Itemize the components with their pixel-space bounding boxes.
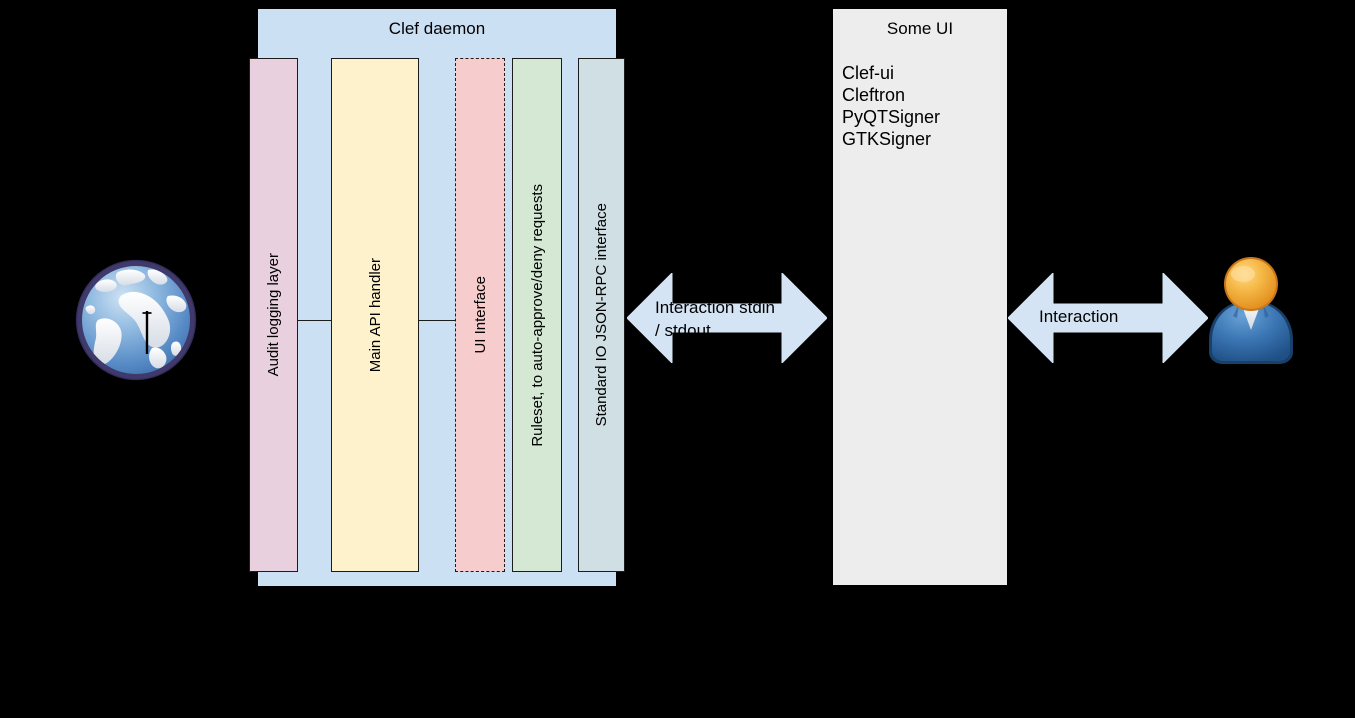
component-label: Audit logging layer [265,253,282,377]
arrow-interaction [1008,273,1208,363]
arrow-stdio [627,273,827,363]
component-ruleset[interactable]: Ruleset, to auto-approve/deny requests [512,58,562,572]
globe-icon [72,256,200,384]
list-item[interactable]: Cleftron [842,85,906,105]
arrow-interaction-label: Interaction [1039,307,1119,326]
some-ui-panel [832,8,1008,586]
connector-audit-to-api [298,320,332,321]
component-label: Ruleset, to auto-approve/deny requests [528,183,546,447]
component-standard-io-json-rpc[interactable]: Standard IO JSON-RPC interface [578,58,625,572]
some-ui-title: Some UI [886,19,954,38]
user-icon [1203,256,1299,366]
list-item[interactable]: GTKSigner [842,129,932,149]
list-item[interactable]: Clef-ui [842,63,895,83]
component-label: UI Interface [471,276,489,354]
component-label: Standard IO JSON-RPC interface [593,203,610,427]
list-item[interactable]: PyQTSigner [842,107,941,127]
clef-daemon-container [257,8,617,587]
arrow-stdio-label: Interaction stdin / stdout [655,298,776,340]
clef-daemon-title: Clef daemon [388,19,486,38]
component-audit-logging-layer[interactable]: Audit logging layer [249,58,298,572]
connector-api-to-ui [418,320,456,321]
component-ui-interface[interactable]: UI Interface [455,58,505,572]
component-label: Main API handler [366,257,384,373]
component-main-api-handler[interactable]: Main API handler [331,58,419,572]
some-ui-list: Clef-ui Cleftron PyQTSigner GTKSigner [842,62,1002,150]
